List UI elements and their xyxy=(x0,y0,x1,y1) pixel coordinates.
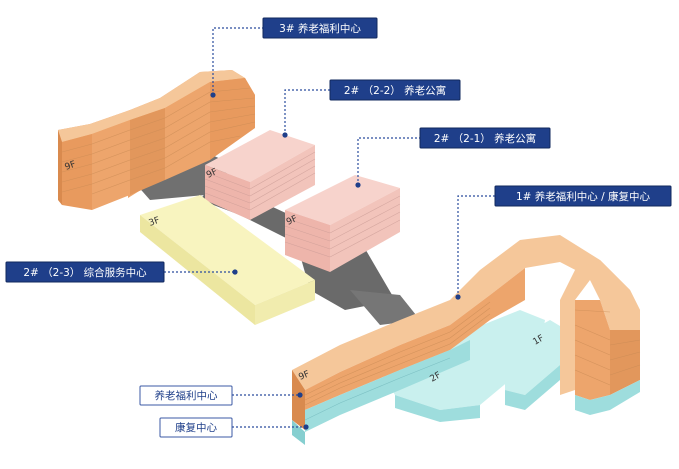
floor-label-b2-3: 3F xyxy=(148,216,162,229)
label-b3: 3# 养老福利中心 xyxy=(262,17,378,39)
svg-text:2# （2-1） 养老公寓: 2# （2-1） 养老公寓 xyxy=(434,132,536,145)
floor-label-b1-left: 9F xyxy=(297,369,311,382)
floor-label-b1-right: 1F xyxy=(532,333,546,347)
callout-dot-b2-3 xyxy=(232,269,238,275)
callout-dot-b1 xyxy=(455,294,461,300)
legend-welfare: 养老福利中心 xyxy=(139,385,233,406)
svg-text:3# 养老福利中心: 3# 养老福利中心 xyxy=(279,22,361,35)
label-b2-1: 2# （2-1） 养老公寓 xyxy=(419,127,551,149)
callout-dot-b2-1 xyxy=(355,182,361,188)
leader-lines xyxy=(164,27,495,430)
callout-dot-b3 xyxy=(210,92,216,98)
floor-label-b3: 9F xyxy=(64,160,78,173)
svg-text:养老福利中心: 养老福利中心 xyxy=(155,389,218,402)
svg-text:2# （2-2） 养老公寓: 2# （2-2） 养老公寓 xyxy=(344,84,446,97)
label-b2-3: 2# （2-3） 综合服务中心 xyxy=(5,261,165,283)
callout-dot-b2-2 xyxy=(282,132,288,138)
callout-dot-rehab xyxy=(303,424,309,430)
building-2-2: 9F xyxy=(204,130,316,220)
building-2-3: 3F xyxy=(140,195,315,325)
building-3: 9F xyxy=(58,70,256,210)
label-b2-2: 2# （2-2） 养老公寓 xyxy=(329,79,461,101)
label-b1: 1# 养老福利中心 / 康复中心 xyxy=(494,185,672,207)
floor-label-b2-1: 9F xyxy=(285,214,299,228)
callout-dot-welfare xyxy=(297,392,303,398)
svg-text:2# （2-3） 综合服务中心: 2# （2-3） 综合服务中心 xyxy=(23,266,147,279)
legend-rehab: 康复中心 xyxy=(159,417,233,438)
floor-label-b1-mid: 2F xyxy=(429,370,443,384)
svg-text:康复中心: 康复中心 xyxy=(175,421,217,434)
floor-label-b2-2: 9F xyxy=(205,167,219,181)
building-1: 9F 2F 1F xyxy=(292,235,641,445)
building-2-1: 9F xyxy=(284,175,401,272)
svg-text:1# 养老福利中心 / 康复中心: 1# 养老福利中心 / 康复中心 xyxy=(516,190,651,203)
